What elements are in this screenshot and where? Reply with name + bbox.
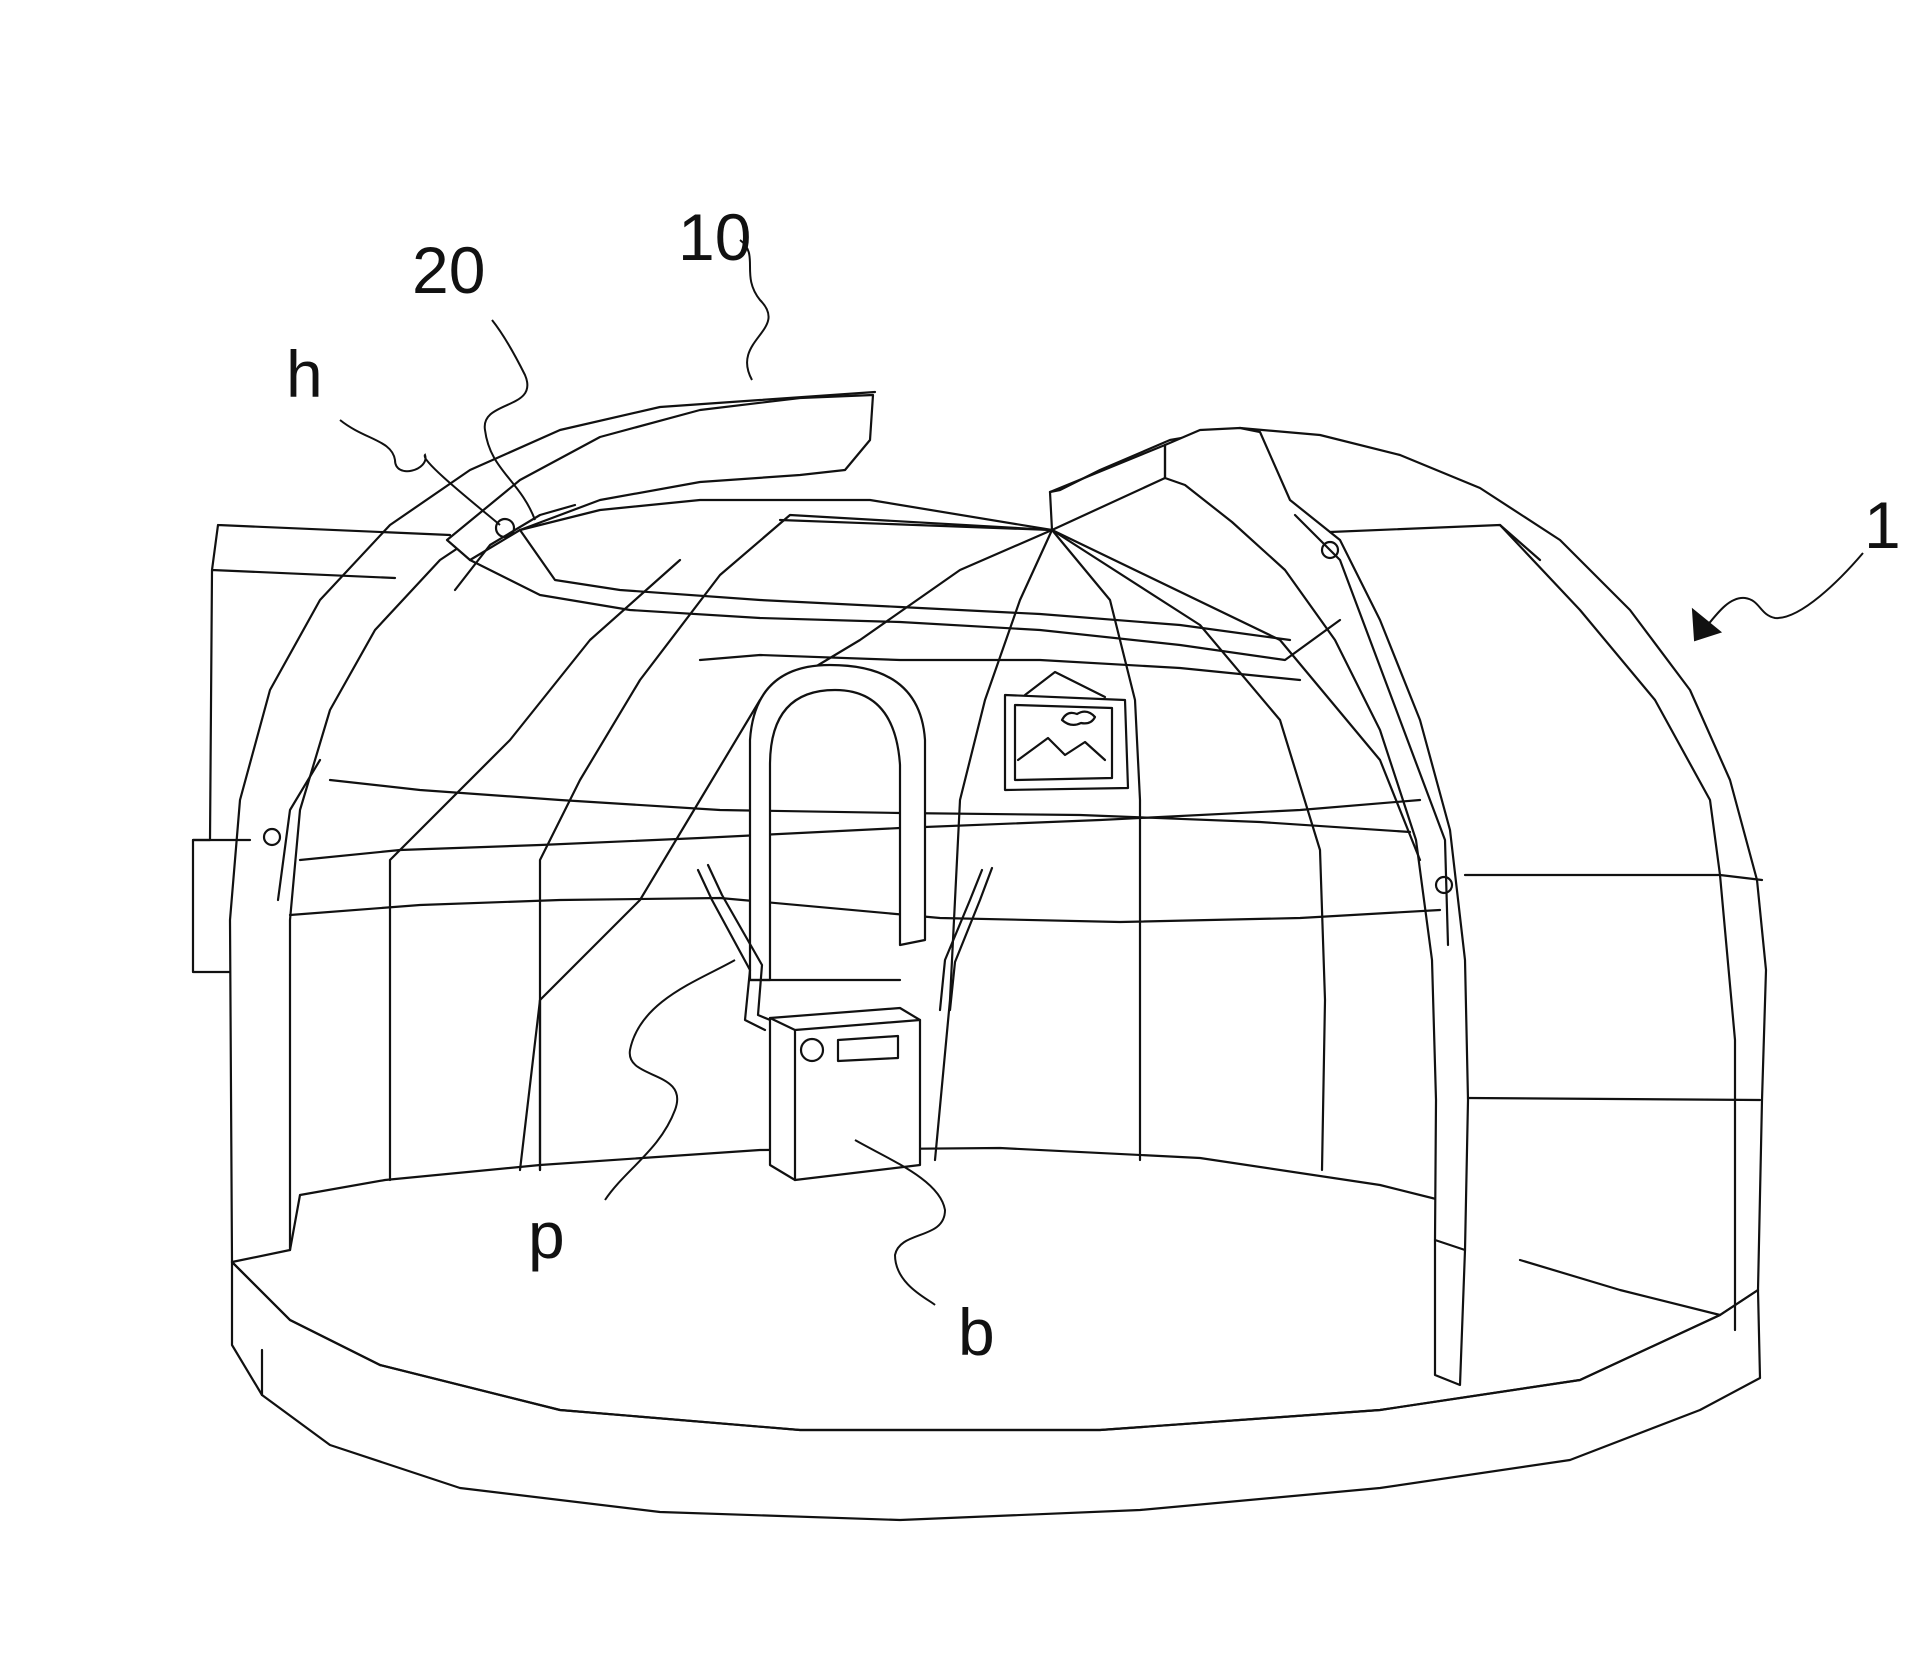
dome-shell (228, 390, 1768, 1387)
label-1: 1 (1864, 488, 1901, 562)
hinge-icon (1434, 875, 1454, 895)
control-box (768, 1006, 922, 1182)
floor (230, 1146, 1722, 1317)
hinges (262, 503, 1454, 947)
leader-10 (739, 239, 770, 381)
hinge-icon (262, 827, 282, 847)
leader-h (339, 419, 501, 526)
arrow-icon (1691, 607, 1723, 642)
leader-1 (1694, 552, 1864, 641)
door (748, 663, 927, 982)
shell-segments (1328, 523, 1764, 1332)
leader-lines (339, 239, 1864, 1306)
ceiling-rings (288, 498, 1442, 924)
label-10: 10 (678, 200, 751, 274)
leader-b (854, 1139, 947, 1306)
pipes (696, 863, 994, 1032)
leader-20 (483, 319, 536, 521)
label-p: p (528, 1198, 565, 1272)
leader-p (604, 959, 736, 1201)
label-20: 20 (412, 233, 485, 307)
picture-frame (1003, 670, 1130, 792)
meridian-ribs (388, 513, 1422, 1182)
label-h: h (286, 337, 323, 411)
base-platform (230, 1260, 1762, 1522)
rear-wing (191, 523, 452, 974)
hinge-icon (494, 517, 516, 539)
label-b: b (958, 1295, 995, 1369)
reference-labels: 10 20 h 1 p b (286, 200, 1901, 1369)
